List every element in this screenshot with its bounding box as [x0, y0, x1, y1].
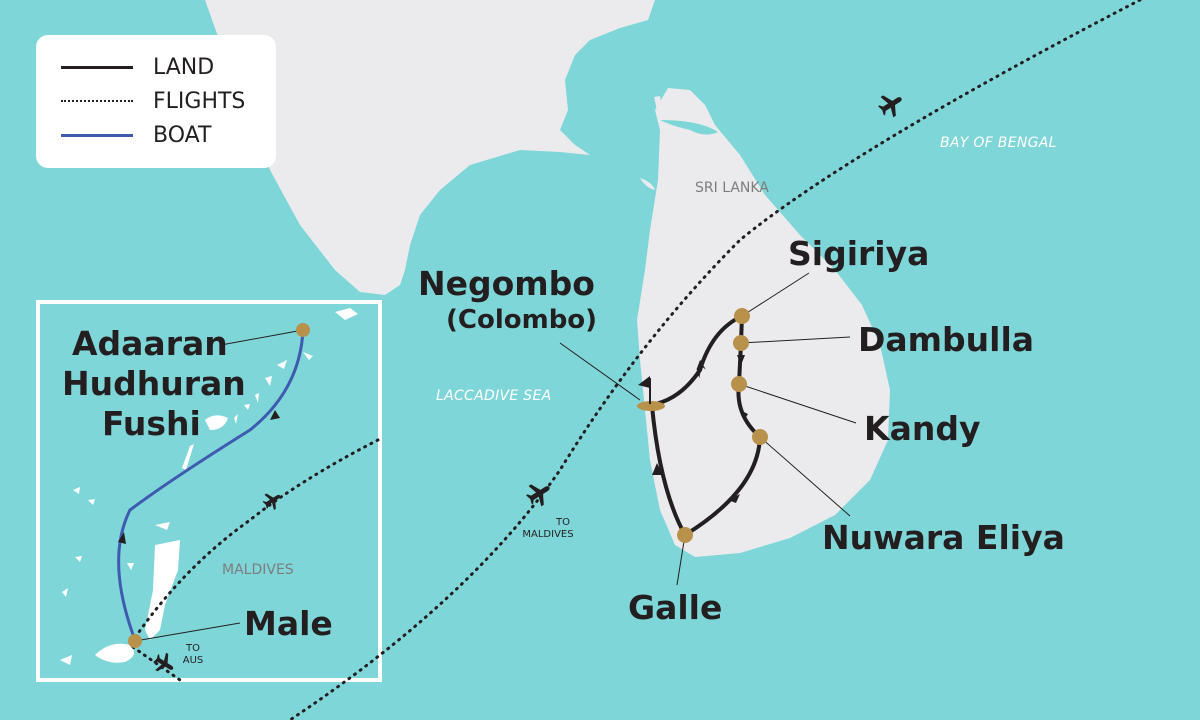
stop-label-adaaran-2: Hudhuran — [62, 364, 246, 403]
region-label-maldives: MALDIVES — [222, 562, 294, 578]
marker-adaaran — [296, 323, 310, 337]
marker-dambulla — [733, 335, 749, 351]
note-to-maldives: TO MALDIVES — [522, 517, 574, 540]
stop-label-sigiriya: Sigiriya — [788, 234, 930, 273]
plane-icon — [874, 87, 908, 122]
stop-label-adaaran-1: Adaaran — [72, 324, 228, 363]
solid-line-icon — [61, 65, 133, 69]
plane-icon — [522, 476, 556, 511]
stop-label-male: Male — [244, 604, 333, 643]
india-landmass — [205, 0, 655, 295]
sri-lanka-landmass — [637, 88, 890, 557]
marker-kandy — [731, 376, 747, 392]
dotted-line-icon — [61, 100, 133, 102]
marker-sigiriya — [734, 308, 750, 324]
sea-label-bay-of-bengal: BAY OF BENGAL — [940, 135, 1057, 151]
marker-male — [128, 634, 142, 648]
stop-label-negombo: Negombo — [418, 264, 595, 303]
stop-markers — [128, 308, 768, 648]
note-to-aus: TO AUS — [182, 643, 204, 666]
legend-item-flights: FLIGHTS — [61, 87, 245, 115]
marker-nuwara-eliya — [752, 429, 768, 445]
stop-label-colombo: (Colombo) — [446, 305, 598, 335]
legend-item-boat: BOAT — [61, 121, 211, 149]
region-label-sri-lanka: SRI LANKA — [695, 180, 769, 196]
marker-galle — [677, 527, 693, 543]
flight-path-maldives — [127, 438, 380, 682]
stop-label-kandy: Kandy — [864, 409, 981, 448]
blue-line-icon — [61, 133, 133, 137]
stop-label-dambulla: Dambulla — [858, 320, 1035, 359]
legend-item-land: LAND — [61, 53, 214, 81]
boat-route — [117, 329, 305, 641]
stop-label-galle: Galle — [628, 588, 723, 627]
legend: LAND FLIGHTS BOAT — [36, 35, 276, 168]
flag-icon — [638, 376, 651, 404]
stop-label-nuwara-eliya: Nuwara Eliya — [822, 518, 1065, 557]
flight-path-main — [288, 0, 1142, 720]
sea-label-laccadive: LACCADIVE SEA — [436, 388, 552, 404]
maldives-islands — [60, 308, 358, 665]
maldives-inset-frame — [36, 300, 382, 682]
marker-negombo — [637, 401, 665, 411]
stop-label-adaaran-3: Fushi — [102, 404, 201, 443]
